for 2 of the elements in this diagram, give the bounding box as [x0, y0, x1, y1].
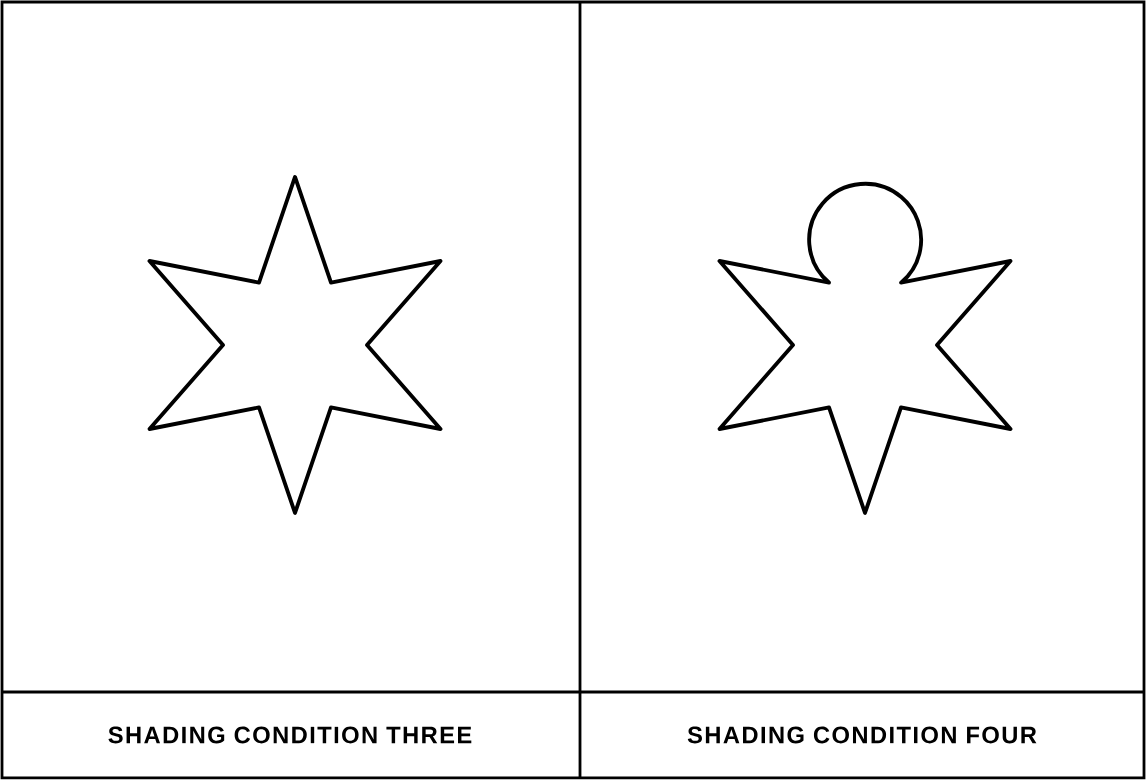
caption: SHADING CONDITION THREE — [108, 726, 472, 744]
caption: SHADING CONDITION FOUR — [687, 726, 1037, 744]
